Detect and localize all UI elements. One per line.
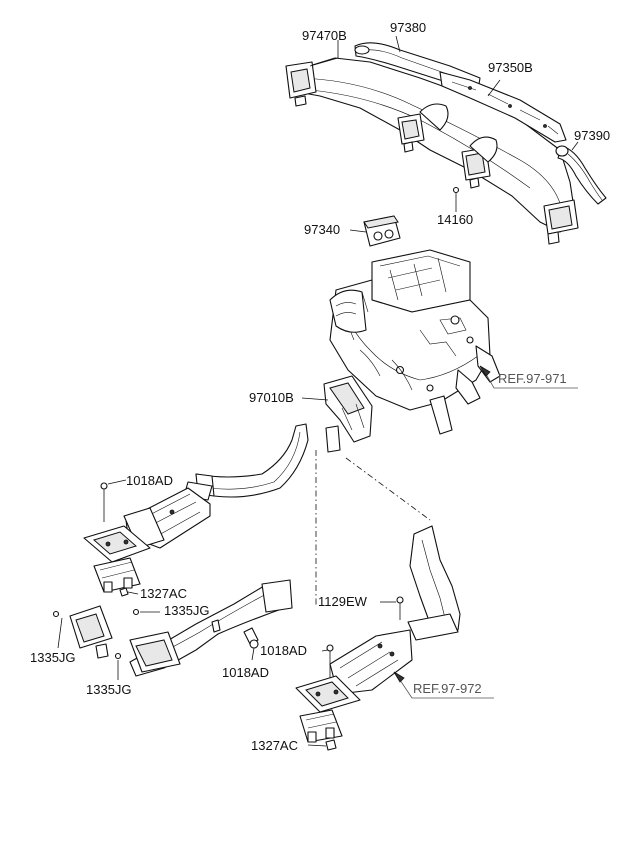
center-dash-duct <box>285 57 579 245</box>
cap-97340 <box>363 215 401 247</box>
label-1018AD-right: 1018AD <box>260 643 307 658</box>
label-97340: 97340 <box>304 222 340 237</box>
rear-floor-duct-lower <box>129 579 293 677</box>
ref-972-arrow <box>393 671 405 683</box>
label-1335JG-left: 1335JG <box>30 650 76 665</box>
guide-line-diagonal <box>345 457 431 521</box>
label-14160: 14160 <box>437 212 473 227</box>
bracket-left <box>93 557 141 593</box>
bracket-right <box>299 709 343 743</box>
ref-971-arrow <box>479 365 491 377</box>
rear-floor-duct-upper <box>183 423 309 501</box>
label-1018AD-mid: 1018AD <box>222 665 269 680</box>
label-1335JG-bottom: 1335JG <box>86 682 132 697</box>
ref-972-leader <box>399 679 494 699</box>
ref-97-971: REF.97-971 <box>498 371 567 386</box>
leader-lines <box>57 35 579 747</box>
side-hose-97390 <box>555 145 607 205</box>
bolt-1018AD-right <box>326 644 334 678</box>
nut-1327AC-left <box>119 587 129 597</box>
clip-1335JG-bottom <box>114 652 122 660</box>
label-97350B: 97350B <box>488 60 533 75</box>
ref-97-972: REF.97-972 <box>413 681 482 696</box>
clip-1335JG-mid <box>132 608 140 616</box>
bolt-1129EW <box>396 596 404 620</box>
heater-unit <box>329 249 501 435</box>
screw-14160 <box>452 186 460 200</box>
floor-plate-right <box>295 675 361 713</box>
ref-971-leader <box>485 373 578 389</box>
connector-duct-97010B <box>323 375 373 453</box>
bolt-1018AD-mid <box>243 627 259 649</box>
nut-1327AC-bottom <box>325 739 337 751</box>
label-1327AC-left: 1327AC <box>140 586 187 601</box>
label-97380: 97380 <box>390 20 426 35</box>
bolt-1018AD-top <box>100 482 108 522</box>
label-97470B: 97470B <box>302 28 347 43</box>
label-1335JG-mid: 1335JG <box>164 603 210 618</box>
rear-floor-duct-right-upper <box>407 525 461 641</box>
part-labels: 97470B 97380 97350B 97390 14160 97340 97… <box>30 20 610 753</box>
floor-plate-left <box>83 525 151 563</box>
label-1129EW: 1129EW <box>318 594 368 609</box>
vent-strip-97350B <box>439 71 567 143</box>
label-97390: 97390 <box>574 128 610 143</box>
side-outlet-left <box>52 605 113 659</box>
label-1018AD-top: 1018AD <box>126 473 173 488</box>
label-97010B: 97010B <box>249 390 294 405</box>
label-1327AC-bottom: 1327AC <box>251 738 298 753</box>
